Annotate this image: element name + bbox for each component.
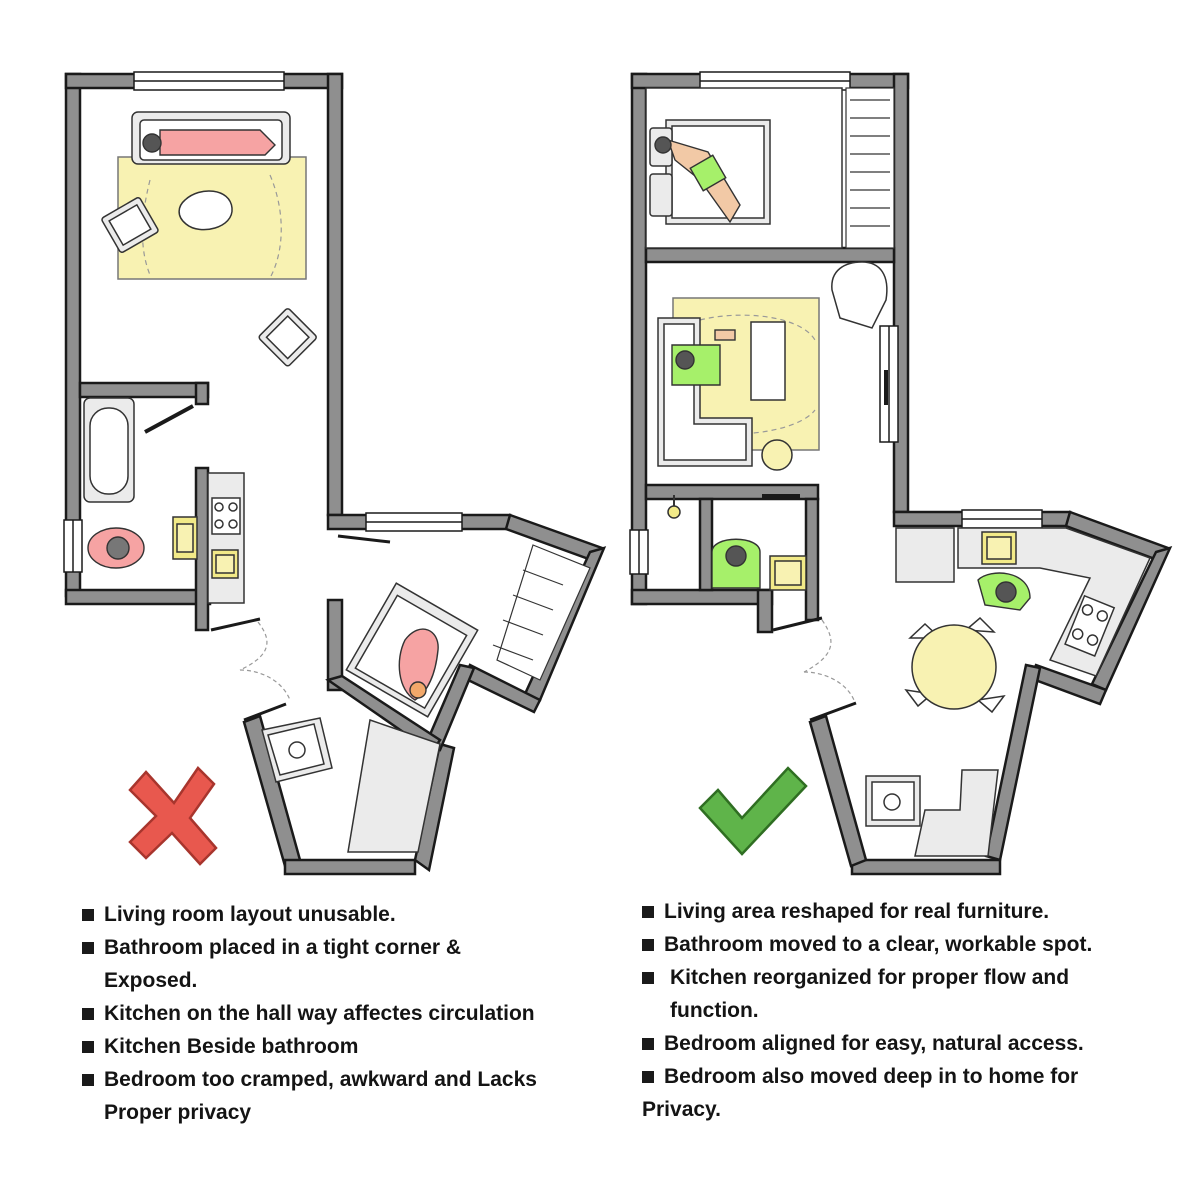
green-check-icon [698, 766, 808, 856]
before-issue-item: Living room layout unusable. [80, 898, 600, 931]
bullet-square-icon [82, 1041, 94, 1053]
before-lower-counter [347, 719, 441, 853]
after-person-kitchen [977, 572, 1031, 611]
after-sink [769, 555, 807, 591]
before-windows [63, 71, 463, 573]
after-coffee-table [750, 321, 786, 401]
after-person-bed [654, 136, 741, 224]
before-bathtub [83, 397, 135, 503]
bullet-square-icon [642, 972, 654, 984]
bullet-square-icon [642, 906, 654, 918]
after-lower-counter [914, 769, 999, 857]
bullet-square-icon [82, 1074, 94, 1086]
before-person-bath [87, 527, 145, 569]
after-improvement-item: Living area reshaped for real furniture. [640, 895, 1180, 928]
before-wardrobe [492, 544, 591, 681]
after-side-table [761, 439, 793, 471]
before-issue-item: Bathroom placed in a tight corner &Expos… [80, 931, 600, 997]
after-kitchen [895, 527, 1152, 677]
before-issue-item: Kitchen on the hall way affectes circula… [80, 997, 600, 1030]
after-improvement-item: Bathroom moved to a clear, workable spot… [640, 928, 1180, 961]
bullet-square-icon [82, 942, 94, 954]
after-person-bath [711, 538, 761, 589]
after-bed [645, 87, 843, 249]
before-coffee-table [178, 190, 233, 231]
after-person-sofa [671, 329, 736, 386]
before-floor-plan [63, 71, 607, 876]
before-sink [172, 516, 198, 560]
after-wardrobe [845, 87, 895, 249]
after-improvement-item: Bedroom aligned for easy, natural access… [640, 1027, 1180, 1060]
before-washer [261, 717, 333, 783]
bullet-square-icon [82, 909, 94, 921]
before-person-sofa [142, 129, 276, 156]
after-windows [629, 71, 1043, 575]
bullet-square-icon [642, 1071, 654, 1083]
after-armchair [831, 261, 888, 329]
red-cross-icon [128, 766, 218, 866]
before-issues-list: Living room layout unusable. Bathroom pl… [80, 898, 600, 1129]
before-kitchen [207, 472, 245, 604]
after-doors [772, 616, 857, 722]
before-chair [258, 308, 317, 367]
after-washer [865, 775, 921, 827]
before-armchair [101, 197, 159, 253]
before-doors [210, 534, 391, 722]
bullet-square-icon [642, 939, 654, 951]
bullet-square-icon [642, 1038, 654, 1050]
after-improvements-list: Living area reshaped for real furniture.… [640, 895, 1180, 1126]
before-person-bed [398, 628, 439, 701]
before-issue-item: Kitchen Beside bathroom [80, 1030, 600, 1063]
floor-plan-comparison [63, 71, 1173, 876]
after-floor-plan [629, 71, 1173, 876]
after-dining [904, 616, 1006, 714]
bullet-square-icon [82, 1008, 94, 1020]
